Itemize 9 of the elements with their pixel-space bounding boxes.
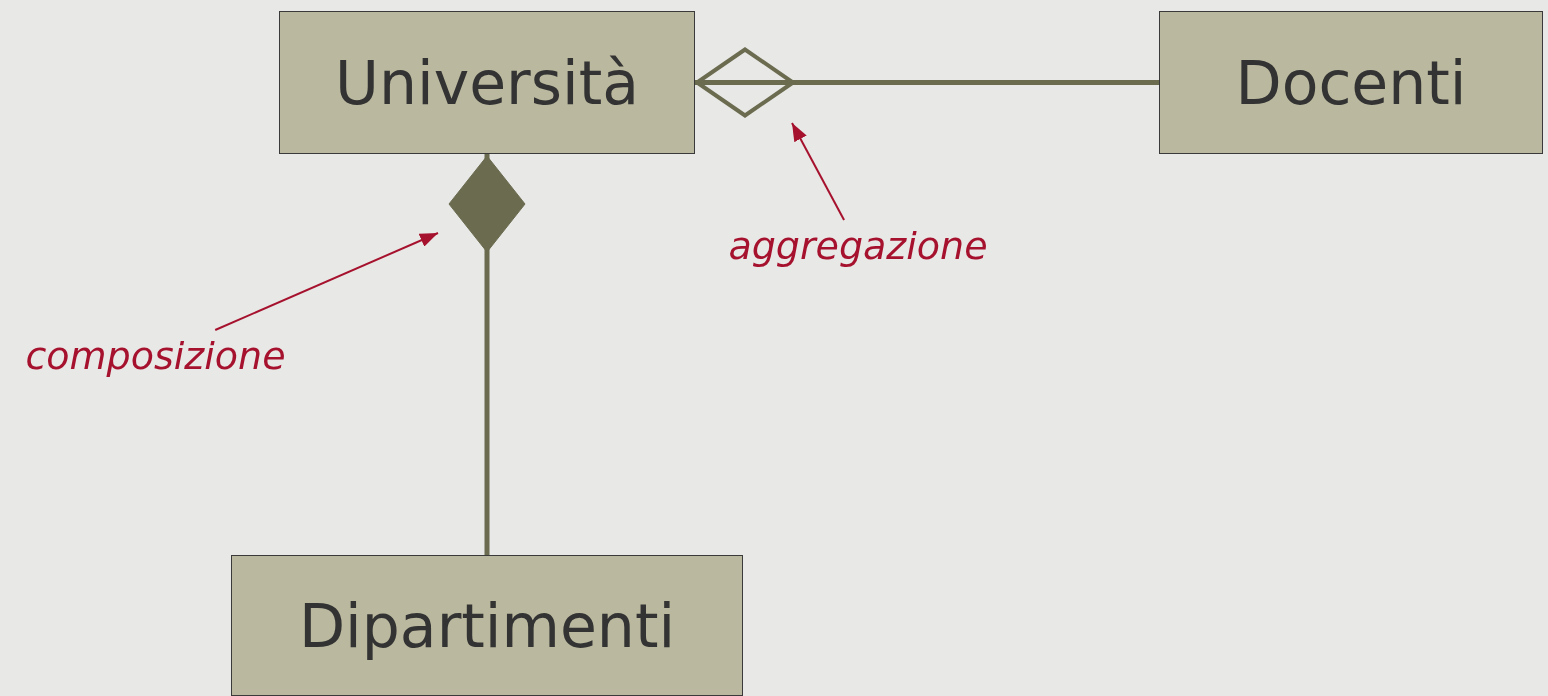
composition-line	[448, 154, 526, 555]
aggregation-line	[695, 47, 1159, 118]
leader-line	[214, 232, 439, 331]
leader-line	[791, 122, 846, 221]
class-box: Dipartimenti	[231, 555, 743, 696]
annotation-label: aggregazione	[712, 220, 1004, 272]
annotation-label: composizione	[8, 330, 303, 382]
class-box: Docenti	[1159, 11, 1543, 154]
class-box: Università	[279, 11, 695, 154]
